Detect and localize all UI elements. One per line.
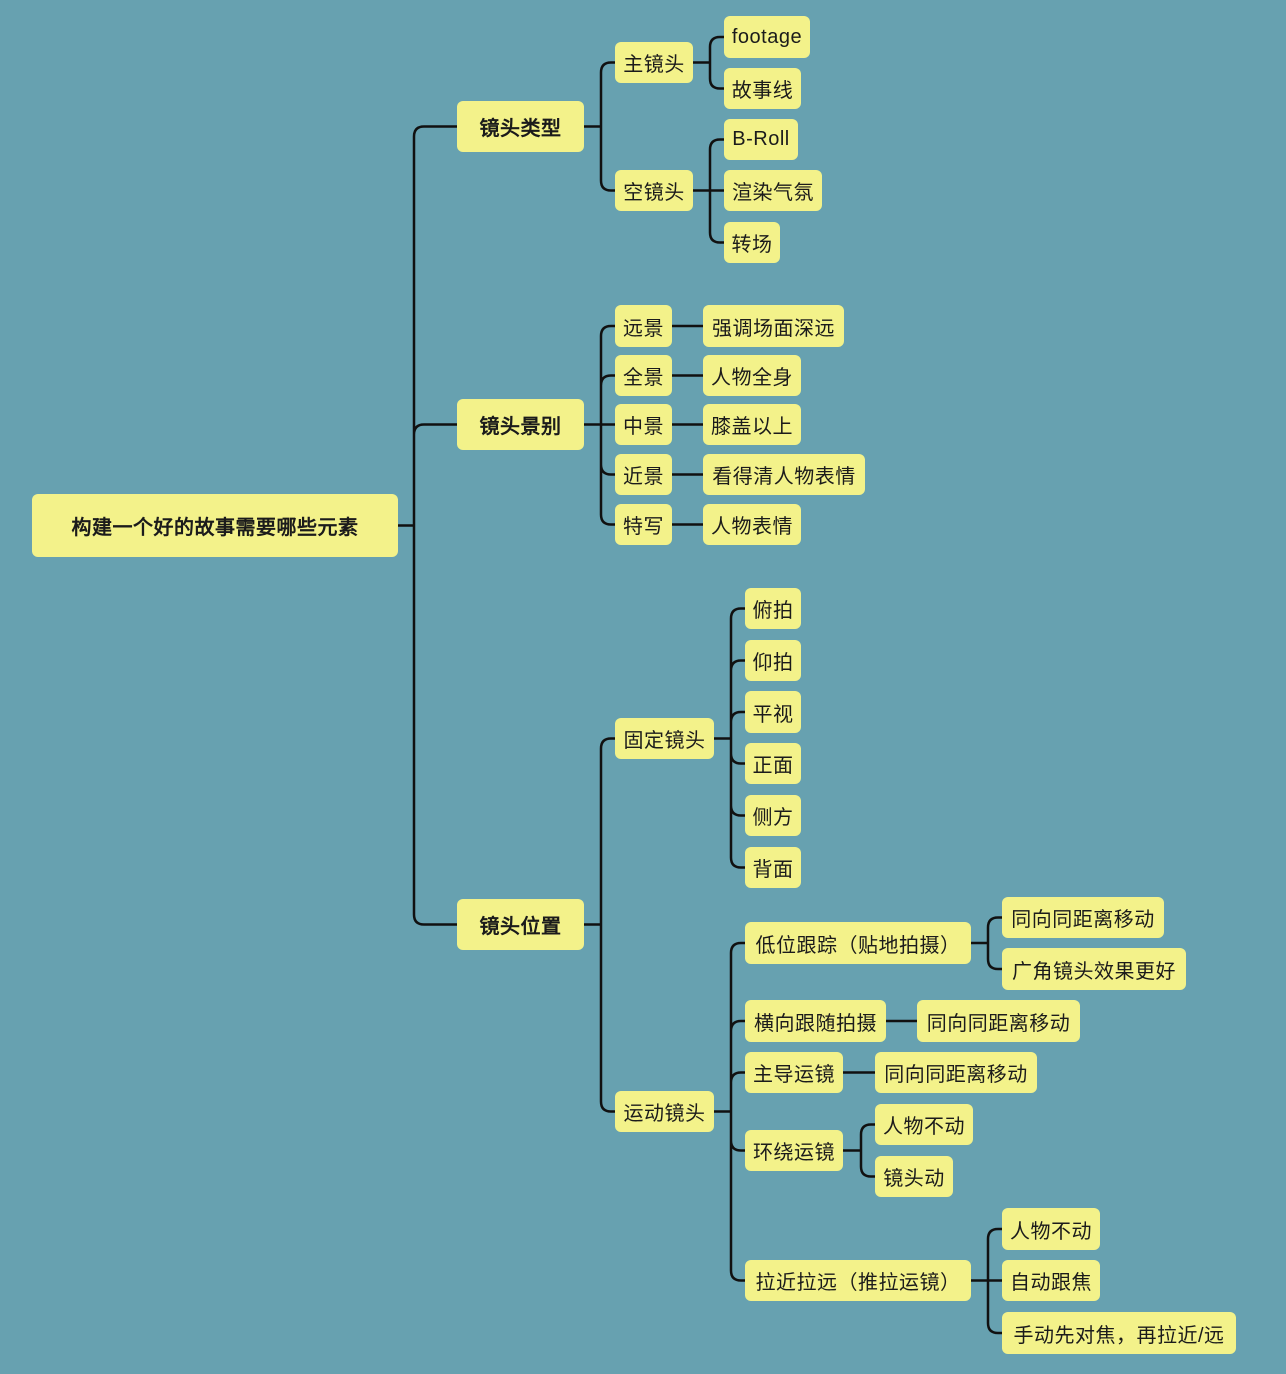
connector-n-b2 bbox=[582, 737, 617, 1113]
topic-atmosphere[interactable]: 渲染气氛 bbox=[724, 170, 822, 211]
topic-leading-move[interactable]: 主导运镜 bbox=[745, 1052, 843, 1093]
topic-eye-level[interactable]: 平视 bbox=[745, 691, 801, 733]
topic-empty-shot[interactable]: 空镜头 bbox=[615, 170, 693, 211]
topic-side[interactable]: 侧方 bbox=[745, 795, 801, 836]
topic-long-shot-desc[interactable]: 强调场面深远 bbox=[703, 305, 844, 347]
topic-storyline[interactable]: 故事线 bbox=[724, 68, 801, 109]
topic-moving-shot[interactable]: 运动镜头 bbox=[615, 1091, 714, 1132]
topic-orbit-move[interactable]: 环绕运镜 bbox=[745, 1130, 843, 1171]
root-topic[interactable]: 构建一个好的故事需要哪些元素 bbox=[32, 494, 398, 557]
topic-transition[interactable]: 转场 bbox=[724, 222, 780, 263]
topic-b-roll[interactable]: B-Roll bbox=[724, 119, 798, 160]
topic-close-up[interactable]: 特写 bbox=[615, 504, 672, 545]
topic-orbit-note-2[interactable]: 镜头动 bbox=[875, 1156, 953, 1197]
connector-n-root bbox=[396, 125, 459, 926]
topic-low-angle[interactable]: 仰拍 bbox=[745, 640, 801, 681]
connector-n-b0-1 bbox=[691, 138, 726, 244]
topic-footage[interactable]: footage bbox=[724, 16, 810, 58]
connector-n-b2-1-4 bbox=[969, 1227, 1004, 1335]
topic-push-pull-note-1[interactable]: 人物不动 bbox=[1002, 1208, 1100, 1250]
topic-lateral-follow[interactable]: 横向跟随拍摄 bbox=[745, 1000, 886, 1042]
connector-n-b1 bbox=[582, 324, 617, 526]
topic-low-tracking-note-2[interactable]: 广角镜头效果更好 bbox=[1002, 948, 1186, 990]
topic-medium-shot-desc[interactable]: 膝盖以上 bbox=[703, 404, 801, 445]
topic-fixed-shot[interactable]: 固定镜头 bbox=[615, 718, 714, 759]
branch-shot-type[interactable]: 镜头类型 bbox=[457, 101, 584, 152]
topic-lateral-follow-note[interactable]: 同向同距离移动 bbox=[917, 1000, 1080, 1042]
topic-medium-shot[interactable]: 中景 bbox=[615, 404, 672, 445]
topic-long-shot[interactable]: 远景 bbox=[615, 305, 672, 347]
connector-n-b2-1 bbox=[712, 941, 747, 1282]
topic-close-shot-desc[interactable]: 看得清人物表情 bbox=[703, 454, 865, 495]
topic-low-tracking-note-1[interactable]: 同向同距离移动 bbox=[1002, 897, 1164, 938]
connector-n-b0-0 bbox=[691, 35, 726, 90]
connector-n-b2-0 bbox=[712, 607, 747, 869]
topic-close-up-desc[interactable]: 人物表情 bbox=[703, 504, 801, 545]
topic-master-shot[interactable]: 主镜头 bbox=[615, 42, 693, 83]
topic-close-shot[interactable]: 近景 bbox=[615, 454, 672, 495]
branch-shot-position[interactable]: 镜头位置 bbox=[457, 899, 584, 950]
topic-orbit-note-1[interactable]: 人物不动 bbox=[875, 1104, 973, 1145]
topic-push-pull-note-2[interactable]: 自动跟焦 bbox=[1002, 1260, 1100, 1301]
branch-shot-scale[interactable]: 镜头景别 bbox=[457, 399, 584, 450]
topic-full-shot[interactable]: 全景 bbox=[615, 355, 672, 396]
topic-leading-move-note[interactable]: 同向同距离移动 bbox=[875, 1052, 1037, 1093]
connector-n-b2-1-3 bbox=[841, 1123, 877, 1178]
topic-back[interactable]: 背面 bbox=[745, 847, 801, 888]
connector-n-b0 bbox=[582, 61, 617, 192]
topic-low-tracking[interactable]: 低位跟踪（贴地拍摄） bbox=[745, 922, 971, 964]
topic-push-pull-note-3[interactable]: 手动先对焦，再拉近/远 bbox=[1002, 1312, 1236, 1354]
topic-full-shot-desc[interactable]: 人物全身 bbox=[703, 355, 801, 396]
topic-front[interactable]: 正面 bbox=[745, 743, 801, 784]
topic-high-angle[interactable]: 俯拍 bbox=[745, 588, 801, 629]
connector-n-b2-1-0 bbox=[969, 916, 1004, 971]
topic-push-pull[interactable]: 拉近拉远（推拉运镜） bbox=[745, 1260, 971, 1301]
